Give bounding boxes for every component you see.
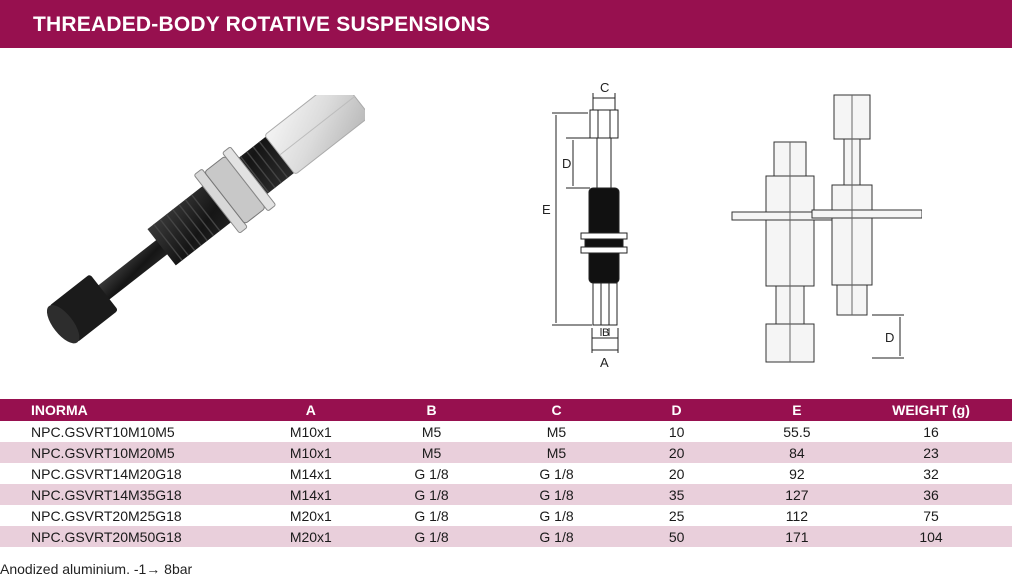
product-photo (46, 95, 365, 344)
cell-b: G 1/8 (414, 507, 449, 524)
cell-a: M20x1 (289, 507, 332, 524)
cell-e: 127 (743, 484, 850, 505)
section-drawing: D (731, 94, 922, 363)
cell-d: 50 (609, 526, 744, 547)
col-header-reference: INORMA (0, 399, 263, 421)
cell-b: M5 (359, 442, 504, 463)
footnote: Anodized aluminium. -1→ 8bar (0, 561, 193, 577)
cell-d: 10 (668, 423, 685, 440)
cell-reference: NPC.GSVRT10M20M5 (0, 442, 263, 463)
cell-b: G 1/8 (359, 484, 504, 505)
dim-label-b: B (602, 327, 609, 339)
cell-b: G 1/8 (414, 465, 449, 482)
cell-c: M5 (546, 423, 567, 440)
cell-a: M20x1 (262, 526, 360, 547)
cell-e: 55.5 (783, 423, 811, 440)
cell-weight: 36 (850, 484, 1012, 505)
cell-weight: 23 (850, 442, 1012, 463)
cell-d: 20 (668, 465, 685, 482)
col-header-c: C (503, 399, 610, 421)
col-header-a: A (262, 399, 360, 421)
cell-reference: NPC.GSVRT20M50G18 (0, 526, 263, 547)
page-title: THREADED-BODY ROTATIVE SUSPENSIONS (0, 0, 1012, 48)
table-row: NPC.GSVRT10M10M5 M10x1 M5 M5 10 55.5 16 (0, 421, 1012, 442)
col-header-b: B (359, 399, 504, 421)
cell-c: G 1/8 (503, 484, 610, 505)
cell-e: 92 (789, 465, 805, 482)
cell-a: M10x1 (289, 423, 332, 440)
cell-weight: 75 (923, 507, 939, 524)
table-row: NPC.GSVRT10M20M5 M10x1 M5 M5 20 84 23 (0, 442, 1012, 463)
spec-table: INORMA A B C D E WEIGHT (g) NPC.GSVRT10M… (0, 399, 1012, 547)
cell-reference: NPC.GSVRT14M35G18 (0, 484, 263, 505)
col-header-d: D (609, 399, 744, 421)
cell-e: 84 (743, 442, 850, 463)
table-row: NPC.GSVRT20M50G18 M20x1 G 1/8 G 1/8 50 1… (0, 526, 1012, 547)
cell-reference: NPC.GSVRT10M10M5 (31, 423, 175, 440)
cell-a: M14x1 (289, 465, 332, 482)
cell-reference: NPC.GSVRT20M25G18 (31, 507, 182, 524)
cell-b: M5 (421, 423, 442, 440)
table-row: NPC.GSVRT14M20G18 M14x1 G 1/8 G 1/8 20 9… (0, 463, 1012, 484)
cell-e: 112 (785, 507, 809, 524)
dim-label-e: E (542, 202, 551, 217)
cell-b: G 1/8 (359, 526, 504, 547)
cell-c: G 1/8 (539, 465, 574, 482)
cell-weight: 104 (850, 526, 1012, 547)
cell-a: M14x1 (262, 484, 360, 505)
section-label-d: D (885, 330, 894, 345)
table-header-row: INORMA A B C D E WEIGHT (g) (0, 399, 1012, 421)
cell-d: 35 (609, 484, 744, 505)
col-header-weight: WEIGHT (g) (850, 399, 1012, 421)
table-row: NPC.GSVRT14M35G18 M14x1 G 1/8 G 1/8 35 1… (0, 484, 1012, 505)
dim-label-d: D (562, 156, 571, 171)
cell-e: 171 (743, 526, 850, 547)
cell-c: M5 (503, 442, 610, 463)
dim-label-a: A (600, 355, 609, 370)
cell-c: G 1/8 (539, 507, 574, 524)
cell-weight: 32 (923, 465, 939, 482)
cell-reference: NPC.GSVRT14M20G18 (31, 465, 182, 482)
cell-d: 25 (668, 507, 685, 524)
cell-c: G 1/8 (503, 526, 610, 547)
table-row: NPC.GSVRT20M25G18 M20x1 G 1/8 G 1/8 25 1… (0, 505, 1012, 526)
cell-d: 20 (609, 442, 744, 463)
dim-label-c: C (600, 80, 609, 95)
cell-weight: 16 (923, 423, 939, 440)
cell-a: M10x1 (262, 442, 360, 463)
dimension-drawing: C D E B A (542, 80, 628, 370)
col-header-e: E (743, 399, 850, 421)
